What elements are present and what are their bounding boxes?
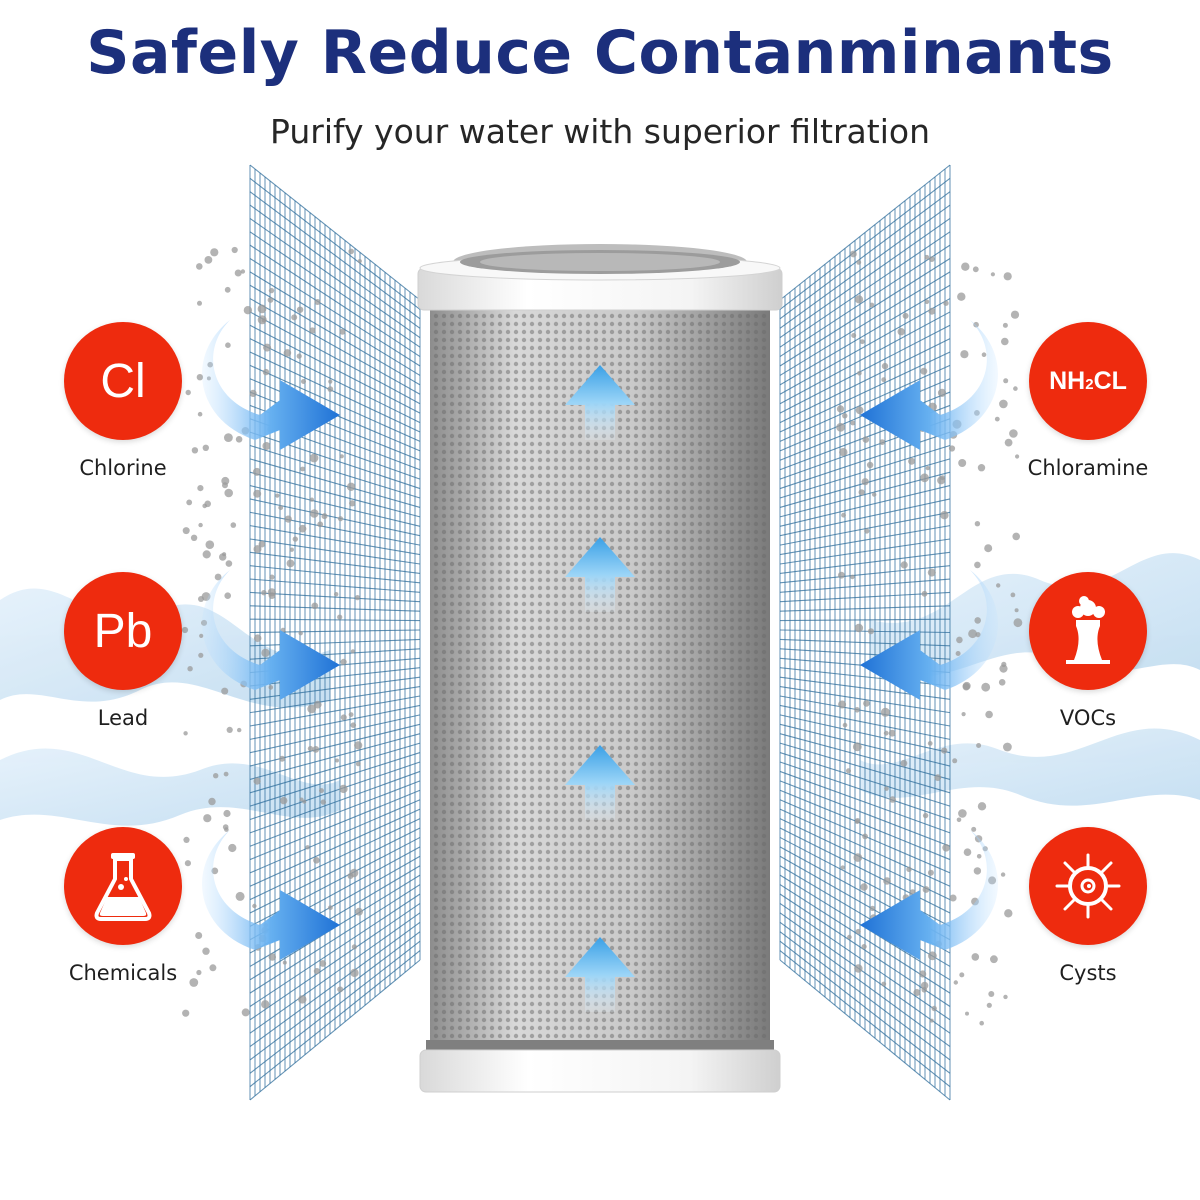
badge-label: Chlorine [79,456,167,480]
filter-mesh-right [779,164,951,1101]
flask-icon [64,827,182,945]
smokestack-glyph [1066,596,1110,664]
headline: Safely Reduce Contanminants [86,18,1114,88]
microbe-icon [1029,827,1147,945]
subheadline: Purify your water with superior filtrati… [270,112,930,151]
inflow-arrows-left [202,320,341,960]
badge-label: VOCs [1059,706,1117,730]
badge-label: Chloramine [1027,456,1149,480]
chloramine-icon: NH2CL [1029,322,1147,440]
contaminant-badge-chemicals: Chemicals [43,827,203,985]
filter-cartridge [417,244,783,1093]
badge-symbol: Pb [93,604,153,658]
inflow-arrows-right [860,320,998,960]
lead-icon: Pb [64,572,182,690]
chlorine-icon: Cl [64,322,182,440]
microbe-glyph [1055,853,1121,919]
contaminant-badge-chlorine: Cl Chlorine [43,322,203,480]
badge-label: Cysts [1059,961,1117,985]
contaminant-badge-cysts: Cysts [1008,827,1168,985]
contaminant-badge-chloramine: NH2CL Chloramine [1008,322,1168,480]
smokestack-icon [1029,572,1147,690]
badge-symbol: NH2CL [1049,366,1127,395]
upflow-arrows [565,365,635,1012]
badge-symbol: Cl [100,354,146,408]
badge-label: Lead [97,706,149,730]
contaminant-badge-lead: Pb Lead [43,572,203,730]
flask-glyph [94,853,152,921]
filter-mesh-left [249,164,421,1101]
contaminant-badge-vocs: VOCs [1008,572,1168,730]
badge-label: Chemicals [68,961,178,985]
